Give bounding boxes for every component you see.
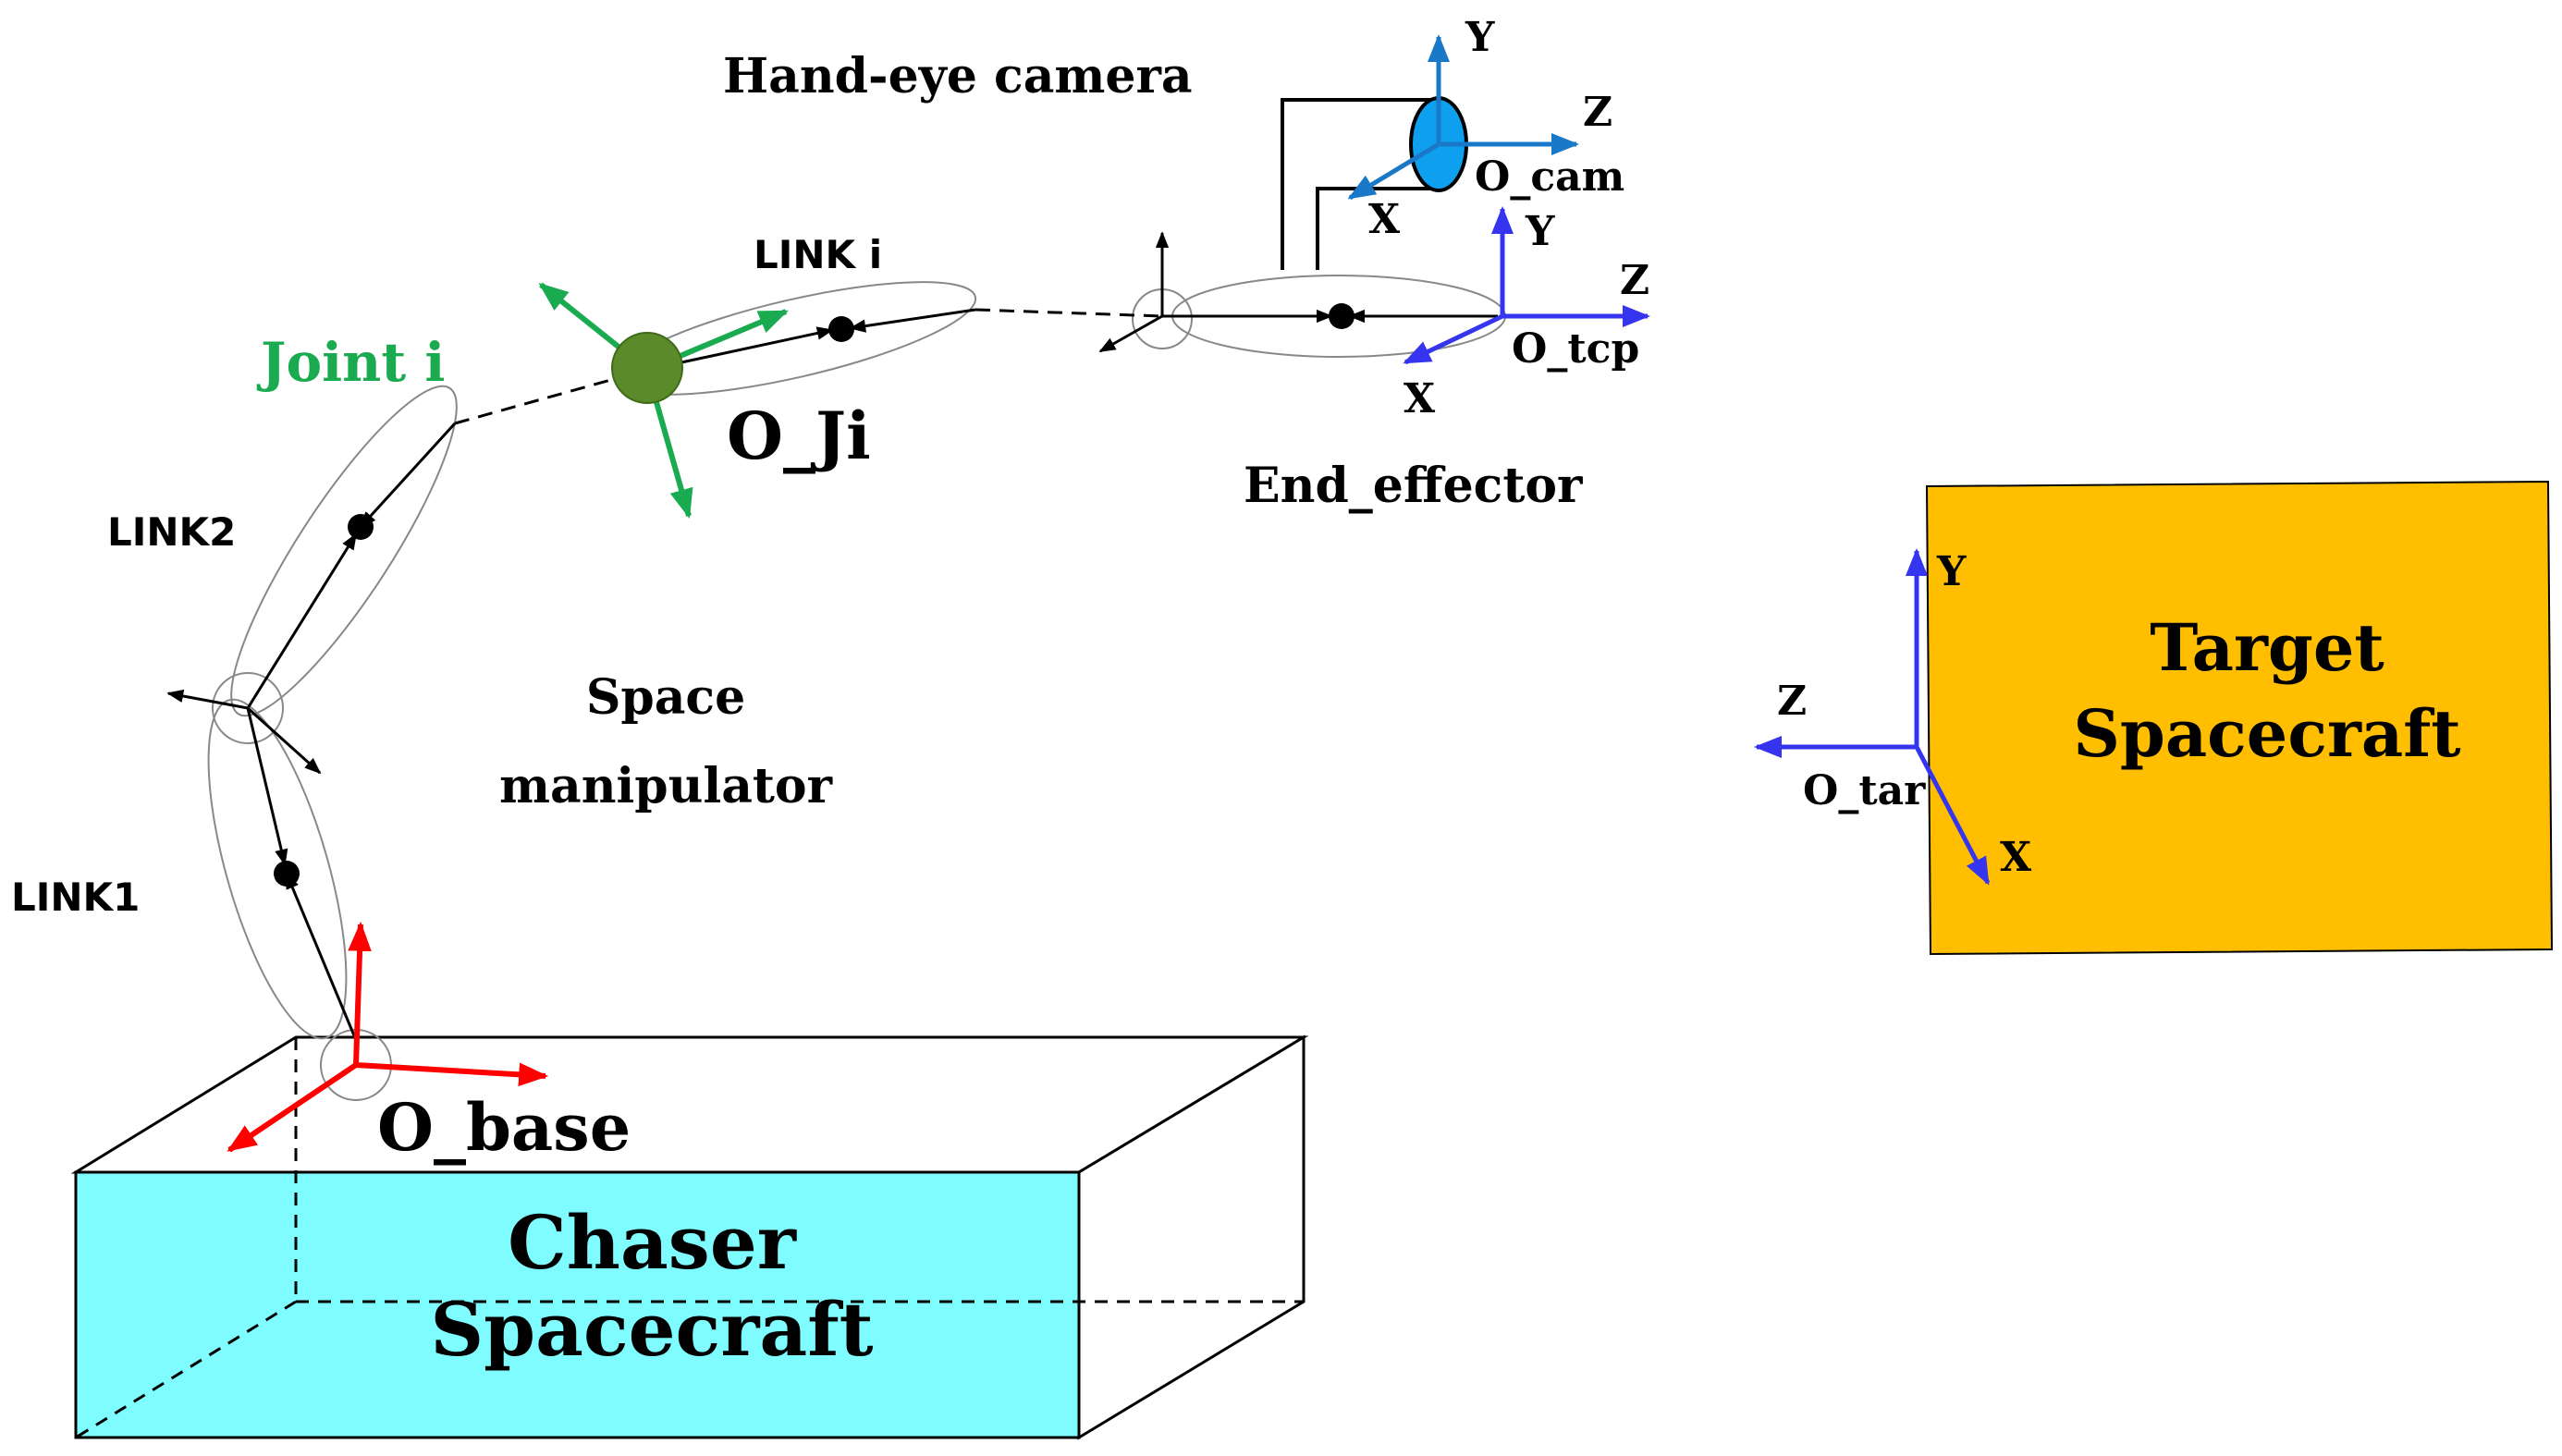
cam-x-axis: [1347, 141, 1440, 201]
link2-to-joint-dashed: [454, 368, 648, 425]
target-frame: [1754, 548, 1991, 886]
tcp-x-label: X: [1404, 375, 1436, 422]
base-frame: [227, 921, 549, 1153]
target-label-line1: Target: [2150, 609, 2384, 686]
linki-to-ee-dashed: [975, 308, 1163, 318]
link1-label: LINK1: [11, 875, 140, 920]
target-body: [1925, 480, 2554, 956]
target-origin-label: O_tar: [1803, 767, 1926, 814]
base-horizontal-axis: [355, 1062, 549, 1087]
o-base-label: O_base: [377, 1089, 631, 1166]
target-x-label: X: [2000, 834, 2032, 881]
chaser-spacecraft: Chaser Spacecraft: [70, 1034, 1309, 1440]
chaser-label-line2: Spacecraft: [430, 1286, 873, 1373]
target-z-label: Z: [1777, 678, 1807, 725]
link-i-label: LINK i: [754, 232, 882, 277]
hand-eye-camera-label: Hand-eye camera: [723, 48, 1193, 104]
cam-y-label: Y: [1465, 14, 1495, 61]
o-ji-label: O_Ji: [727, 398, 871, 474]
linki-com: [828, 316, 854, 342]
tcp-origin-label: O_tcp: [1512, 325, 1639, 373]
target-spacecraft: Target Spacecraft Y Z X O_tar: [1754, 480, 2554, 956]
link1-segment-b: [246, 707, 288, 866]
link1-com: [274, 861, 300, 887]
chaser-hidden-edges: [75, 1037, 1304, 1439]
joint-i-ball: [611, 332, 683, 404]
space-label: Space: [586, 669, 745, 726]
base-vertical-axis: [348, 921, 372, 1066]
end-effector-label: End_effector: [1244, 458, 1583, 514]
tcp-y-label: Y: [1525, 208, 1555, 255]
tcp-z-label: Z: [1620, 257, 1649, 304]
target-x-axis: [1914, 745, 1991, 886]
link1-ellipse: [207, 698, 348, 1040]
target-label-line2: Spacecraft: [2073, 695, 2460, 772]
joint-i-label: Joint i: [256, 331, 445, 394]
camera-frame: [1347, 34, 1579, 201]
link1-segment-a: [285, 872, 358, 1041]
wrist-frame: [1098, 231, 1170, 353]
cam-z-label: Z: [1583, 89, 1612, 136]
link2-label: LINK2: [107, 509, 236, 555]
link2-segment-a: [246, 532, 358, 709]
target-y-label: Y: [1936, 548, 1967, 595]
camera-mount: [1281, 98, 1431, 270]
link2-segment-b: [359, 422, 457, 529]
manipulator-label: manipulator: [499, 758, 833, 814]
tcp-frame: [1403, 206, 1650, 365]
tcp-x-axis: [1403, 313, 1504, 365]
base-depth-axis: [227, 1062, 358, 1153]
linki-segment-b: [849, 308, 976, 333]
elbow-frame: [166, 689, 322, 775]
link2-ellipse: [230, 385, 458, 717]
elbow-joint-circle: [212, 672, 284, 744]
link2-com: [348, 514, 374, 540]
cam-origin-label: O_cam: [1475, 153, 1624, 201]
manipulator-arm: [166, 231, 1506, 1101]
cam-x-label: X: [1368, 196, 1401, 243]
chaser-label-line1: Chaser: [508, 1199, 797, 1286]
ee-com: [1329, 303, 1355, 329]
